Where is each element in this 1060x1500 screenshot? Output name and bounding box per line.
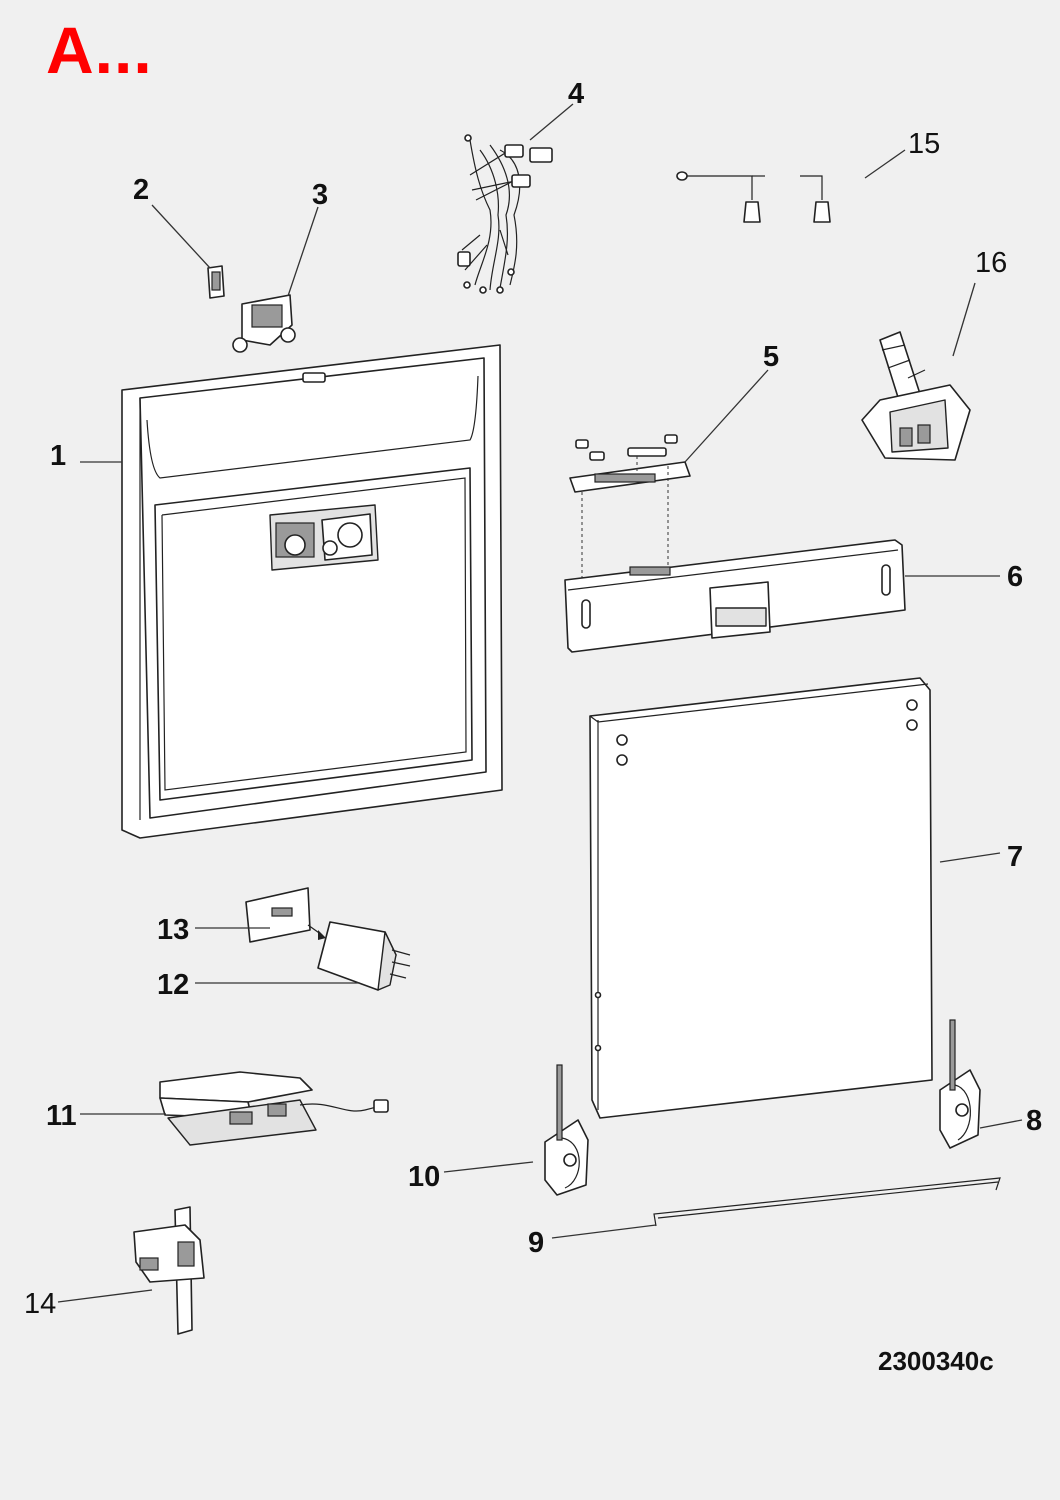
part-14-sensor bbox=[133, 1206, 205, 1335]
part-2-clip bbox=[207, 265, 225, 299]
part-12-control-module bbox=[317, 921, 411, 991]
callout-6: 6 bbox=[1007, 561, 1023, 593]
callout-14: 14 bbox=[24, 1288, 56, 1320]
callout-4: 4 bbox=[568, 78, 584, 110]
callout-7: 7 bbox=[1007, 841, 1023, 873]
callout-2: 2 bbox=[133, 174, 149, 206]
dispenser-block bbox=[269, 504, 379, 571]
callout-labels: 1 2 3 4 5 6 7 8 9 10 11 12 13 14 15 16 bbox=[24, 78, 1042, 1320]
leader-lines bbox=[57, 103, 1023, 1303]
part-7-outer-door bbox=[589, 677, 933, 1119]
part-15-hose bbox=[676, 171, 831, 223]
part-4-wiring-harness bbox=[457, 134, 553, 294]
callout-16: 16 bbox=[975, 247, 1007, 279]
part-6-control-panel bbox=[564, 539, 906, 653]
callout-9: 9 bbox=[528, 1227, 544, 1259]
callout-8: 8 bbox=[1026, 1105, 1042, 1137]
callout-12: 12 bbox=[157, 969, 189, 1001]
part-11-electronic-board bbox=[159, 1071, 389, 1146]
callout-5: 5 bbox=[763, 341, 779, 373]
callout-3: 3 bbox=[312, 179, 328, 211]
callout-15: 15 bbox=[908, 128, 940, 160]
part-1-inner-door bbox=[121, 344, 503, 839]
callout-11: 11 bbox=[46, 1100, 77, 1132]
callout-1: 1 bbox=[50, 440, 66, 472]
part-16-switch-block bbox=[861, 331, 971, 461]
part-13-label-plate bbox=[245, 887, 326, 943]
part-3-door-lock bbox=[232, 294, 296, 353]
part-5-button-set bbox=[569, 434, 691, 580]
part-10-hinge-left bbox=[544, 1064, 589, 1196]
diagram-code: 2300340c bbox=[878, 1346, 994, 1376]
part-9-rod bbox=[653, 1177, 1001, 1227]
part-8-hinge-right bbox=[939, 1019, 981, 1149]
callout-10: 10 bbox=[408, 1161, 440, 1193]
callout-13: 13 bbox=[157, 914, 189, 946]
diagram-label: A... bbox=[46, 13, 153, 87]
